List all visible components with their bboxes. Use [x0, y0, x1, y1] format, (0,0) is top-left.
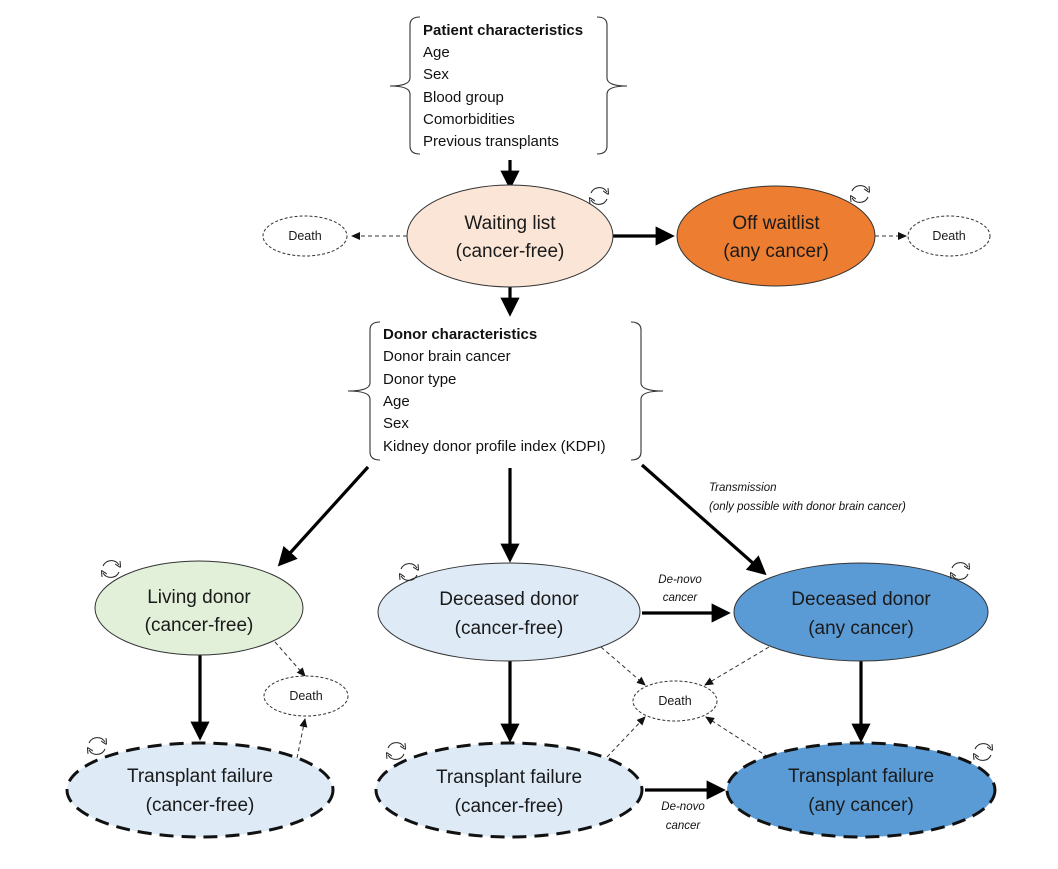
- arrow-failure-ac-to-death: [705, 716, 769, 758]
- deceased-cancer-free-ellipse: [377, 562, 641, 662]
- death-label: Death: [932, 229, 965, 243]
- transplant-failure-ellipse: [374, 741, 644, 839]
- arrow-transmission: [640, 463, 767, 576]
- self-loop-icon: [388, 742, 404, 760]
- node-label: Deceased donor: [439, 589, 579, 610]
- self-loop-icon: [975, 743, 991, 761]
- death-ellipse: [262, 215, 348, 257]
- node-label: (cancer-free): [146, 795, 255, 816]
- death-node-off-waitlist: Death: [907, 215, 991, 257]
- transmission-label-note: (only possible with donor brain cancer): [709, 501, 906, 513]
- donor-characteristic-item: Kidney donor profile index (KDPI): [383, 438, 606, 455]
- death-ellipse: [907, 215, 991, 257]
- self-loop-icon: [89, 737, 105, 755]
- arrow-living-to-death: [274, 641, 306, 677]
- self-loop-icon: [852, 185, 868, 203]
- transplant-failure-ellipse: [65, 741, 335, 839]
- node-label: Transplant failure: [436, 767, 582, 788]
- patient-characteristics-box: Patient characteristics Age Sex Blood gr…: [389, 16, 628, 155]
- patient-characteristic-item: Sex: [423, 66, 449, 83]
- donor-characteristic-item: Donor brain cancer: [383, 348, 511, 365]
- node-label: (any cancer): [723, 241, 829, 262]
- left-brace: [389, 16, 421, 155]
- patient-characteristic-item: Blood group: [423, 89, 504, 106]
- death-label: Death: [289, 689, 322, 703]
- node-transplant-failure-living: Transplant failure (cancer-free): [65, 741, 335, 839]
- death-node-living: Death: [263, 675, 349, 717]
- self-loop-icon: [103, 560, 119, 578]
- node-label: (any cancer): [808, 795, 914, 816]
- node-label: (cancer-free): [455, 618, 564, 639]
- donor-characteristic-item: Age: [383, 393, 410, 410]
- death-label: Death: [288, 229, 321, 243]
- patient-characteristic-item: Age: [423, 44, 450, 61]
- right-brace: [596, 16, 628, 155]
- node-label: Living donor: [147, 587, 251, 608]
- patient-characteristic-item: Comorbidities: [423, 111, 515, 128]
- deceased-any-cancer-ellipse: [733, 562, 989, 662]
- node-label: (cancer-free): [145, 615, 254, 636]
- donor-characteristics-box: Donor characteristics Donor brain cancer…: [347, 321, 664, 461]
- patient-characteristic-item: Previous transplants: [423, 133, 559, 150]
- node-living-donor: Living donor (cancer-free): [94, 560, 304, 656]
- self-loop-icon: [401, 563, 417, 581]
- node-label: Transplant failure: [127, 766, 273, 787]
- arrow-deceased-cf-to-death: [600, 646, 646, 686]
- patient-characteristics-title: Patient characteristics: [423, 22, 583, 39]
- node-deceased-cancer-free: Deceased donor (cancer-free): [377, 562, 641, 662]
- arrow-failure-living-to-death: [296, 718, 308, 759]
- node-waiting-list: Waiting list (cancer-free): [406, 184, 614, 288]
- node-label: Off waitlist: [732, 213, 820, 234]
- death-label: Death: [658, 694, 691, 708]
- node-label: (cancer-free): [455, 796, 564, 817]
- death-node-waiting: Death: [262, 215, 348, 257]
- death-ellipse: [263, 675, 349, 717]
- death-node-deceased: Death: [632, 680, 718, 722]
- self-loop-icon: [591, 187, 607, 205]
- transplant-failure-ellipse: [725, 741, 997, 839]
- arrow-deceased-ac-to-death: [704, 646, 770, 686]
- waiting-list-ellipse: [406, 184, 614, 288]
- node-label: (cancer-free): [456, 241, 565, 262]
- denovo-label: De-novo: [658, 574, 702, 586]
- denovo-label: cancer: [663, 592, 699, 604]
- right-brace: [630, 321, 664, 461]
- living-donor-ellipse: [94, 560, 304, 656]
- arrow-donor-to-living: [277, 465, 370, 567]
- node-label: Transplant failure: [788, 766, 934, 787]
- left-brace: [347, 321, 381, 461]
- node-label: (any cancer): [808, 618, 914, 639]
- node-transplant-failure-any-cancer: Transplant failure (any cancer): [725, 741, 997, 839]
- node-deceased-any-cancer: Deceased donor (any cancer): [733, 562, 989, 662]
- node-label: Waiting list: [464, 213, 556, 234]
- donor-characteristic-item: Sex: [383, 415, 409, 432]
- death-ellipse: [632, 680, 718, 722]
- node-transplant-failure-deceased-cancer-free: Transplant failure (cancer-free): [374, 741, 644, 839]
- donor-characteristics-title: Donor characteristics: [383, 326, 537, 343]
- donor-characteristic-item: Donor type: [383, 371, 456, 388]
- node-label: Deceased donor: [791, 589, 931, 610]
- self-loop-icon: [952, 562, 968, 580]
- denovo-label: De-novo: [661, 801, 705, 813]
- denovo-label: cancer: [666, 820, 702, 832]
- node-off-waitlist: Off waitlist (any cancer): [676, 185, 876, 287]
- arrow-failure-cf-to-death: [606, 716, 646, 758]
- off-waitlist-ellipse: [676, 185, 876, 287]
- transmission-label: Transmission: [709, 482, 777, 494]
